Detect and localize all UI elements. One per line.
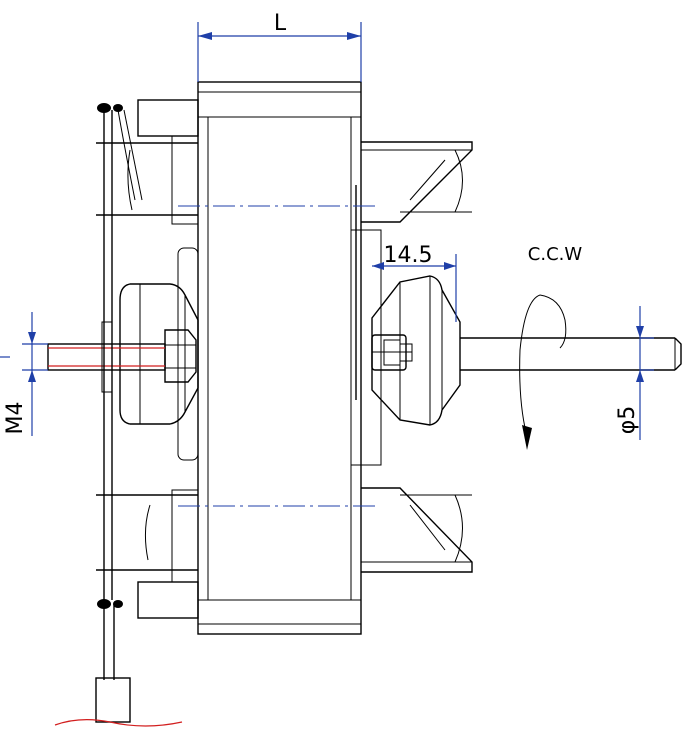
dimension-thread [0,312,48,436]
lead-wire [54,604,183,727]
dimension-length [197,22,362,82]
screw-top [97,103,123,113]
center-lines [178,205,380,507]
thread-label: M4 [3,402,28,435]
right-plate [350,185,382,466]
dimension-hub-offset [372,254,457,322]
left-hub [119,247,199,461]
length-label: L [274,11,287,36]
bottom-right-blade [361,487,473,573]
left-threaded-shaft [47,321,166,393]
motor-body [197,81,362,635]
left-frame [96,99,199,619]
dimension-shaft-diameter [636,306,654,440]
rotation-arrow [519,294,567,450]
right-hub [371,275,461,426]
right-shaft [460,337,682,371]
rotation-label: C.C.W [528,244,583,265]
screw-bottom [97,599,123,609]
shaft-diameter-label: φ5 [615,406,640,435]
hub-offset-label: 14.5 [384,243,433,268]
top-right-blade [361,141,473,223]
